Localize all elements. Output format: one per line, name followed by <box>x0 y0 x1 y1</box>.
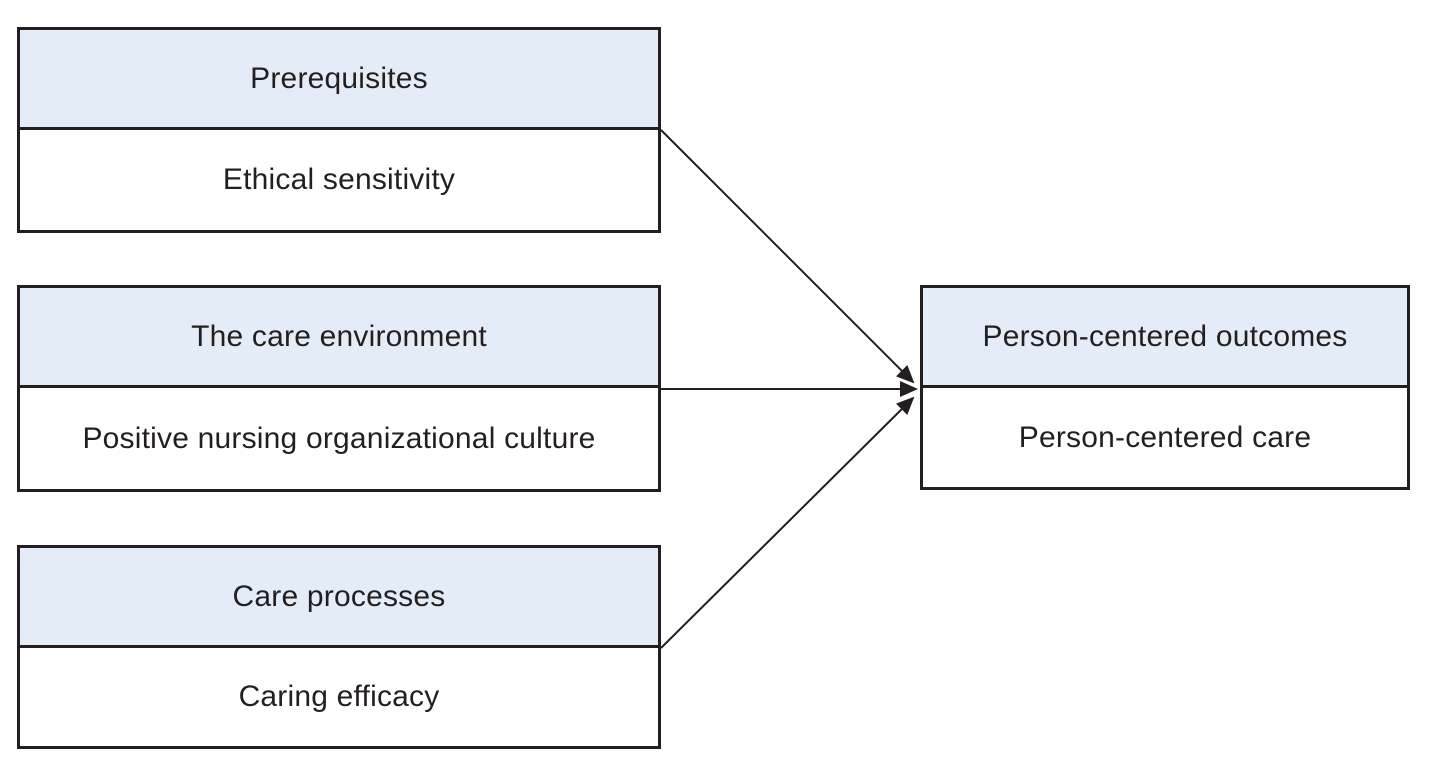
box-prerequisites-header-label: Prerequisites <box>250 61 428 95</box>
box-care-environment-body-label: Positive nursing organizational culture <box>82 421 596 455</box>
box-care-environment-header-label: The care environment <box>191 319 487 353</box>
box-person-centered-outcomes-header: Person-centered outcomes <box>923 288 1407 388</box>
box-person-centered-outcomes-body: Person-centered care <box>923 388 1407 487</box>
box-prerequisites-header: Prerequisites <box>20 30 658 130</box>
box-prerequisites: Prerequisites Ethical sensitivity <box>17 27 661 233</box>
box-person-centered-outcomes-header-label: Person-centered outcomes <box>982 319 1348 353</box>
box-care-processes-body: Caring efficacy <box>20 648 658 746</box>
box-care-environment-header: The care environment <box>20 288 658 388</box>
box-prerequisites-body: Ethical sensitivity <box>20 130 658 230</box>
arrow-care-processes-to-outcomes <box>660 396 915 649</box>
box-care-processes-header: Care processes <box>20 548 658 648</box>
box-person-centered-outcomes: Person-centered outcomes Person-centered… <box>920 285 1410 490</box>
arrow-prerequisites-to-outcomes <box>660 129 915 384</box>
box-care-processes-body-label: Caring efficacy <box>238 680 440 713</box>
box-care-processes: Care processes Caring efficacy <box>17 545 661 749</box>
box-care-processes-header-label: Care processes <box>232 579 446 613</box>
box-care-environment-body: Positive nursing organizational culture <box>20 388 658 489</box>
box-care-environment: The care environment Positive nursing or… <box>17 285 661 492</box>
box-prerequisites-body-label: Ethical sensitivity <box>222 163 456 196</box>
box-person-centered-outcomes-body-label: Person-centered care <box>1018 420 1312 454</box>
